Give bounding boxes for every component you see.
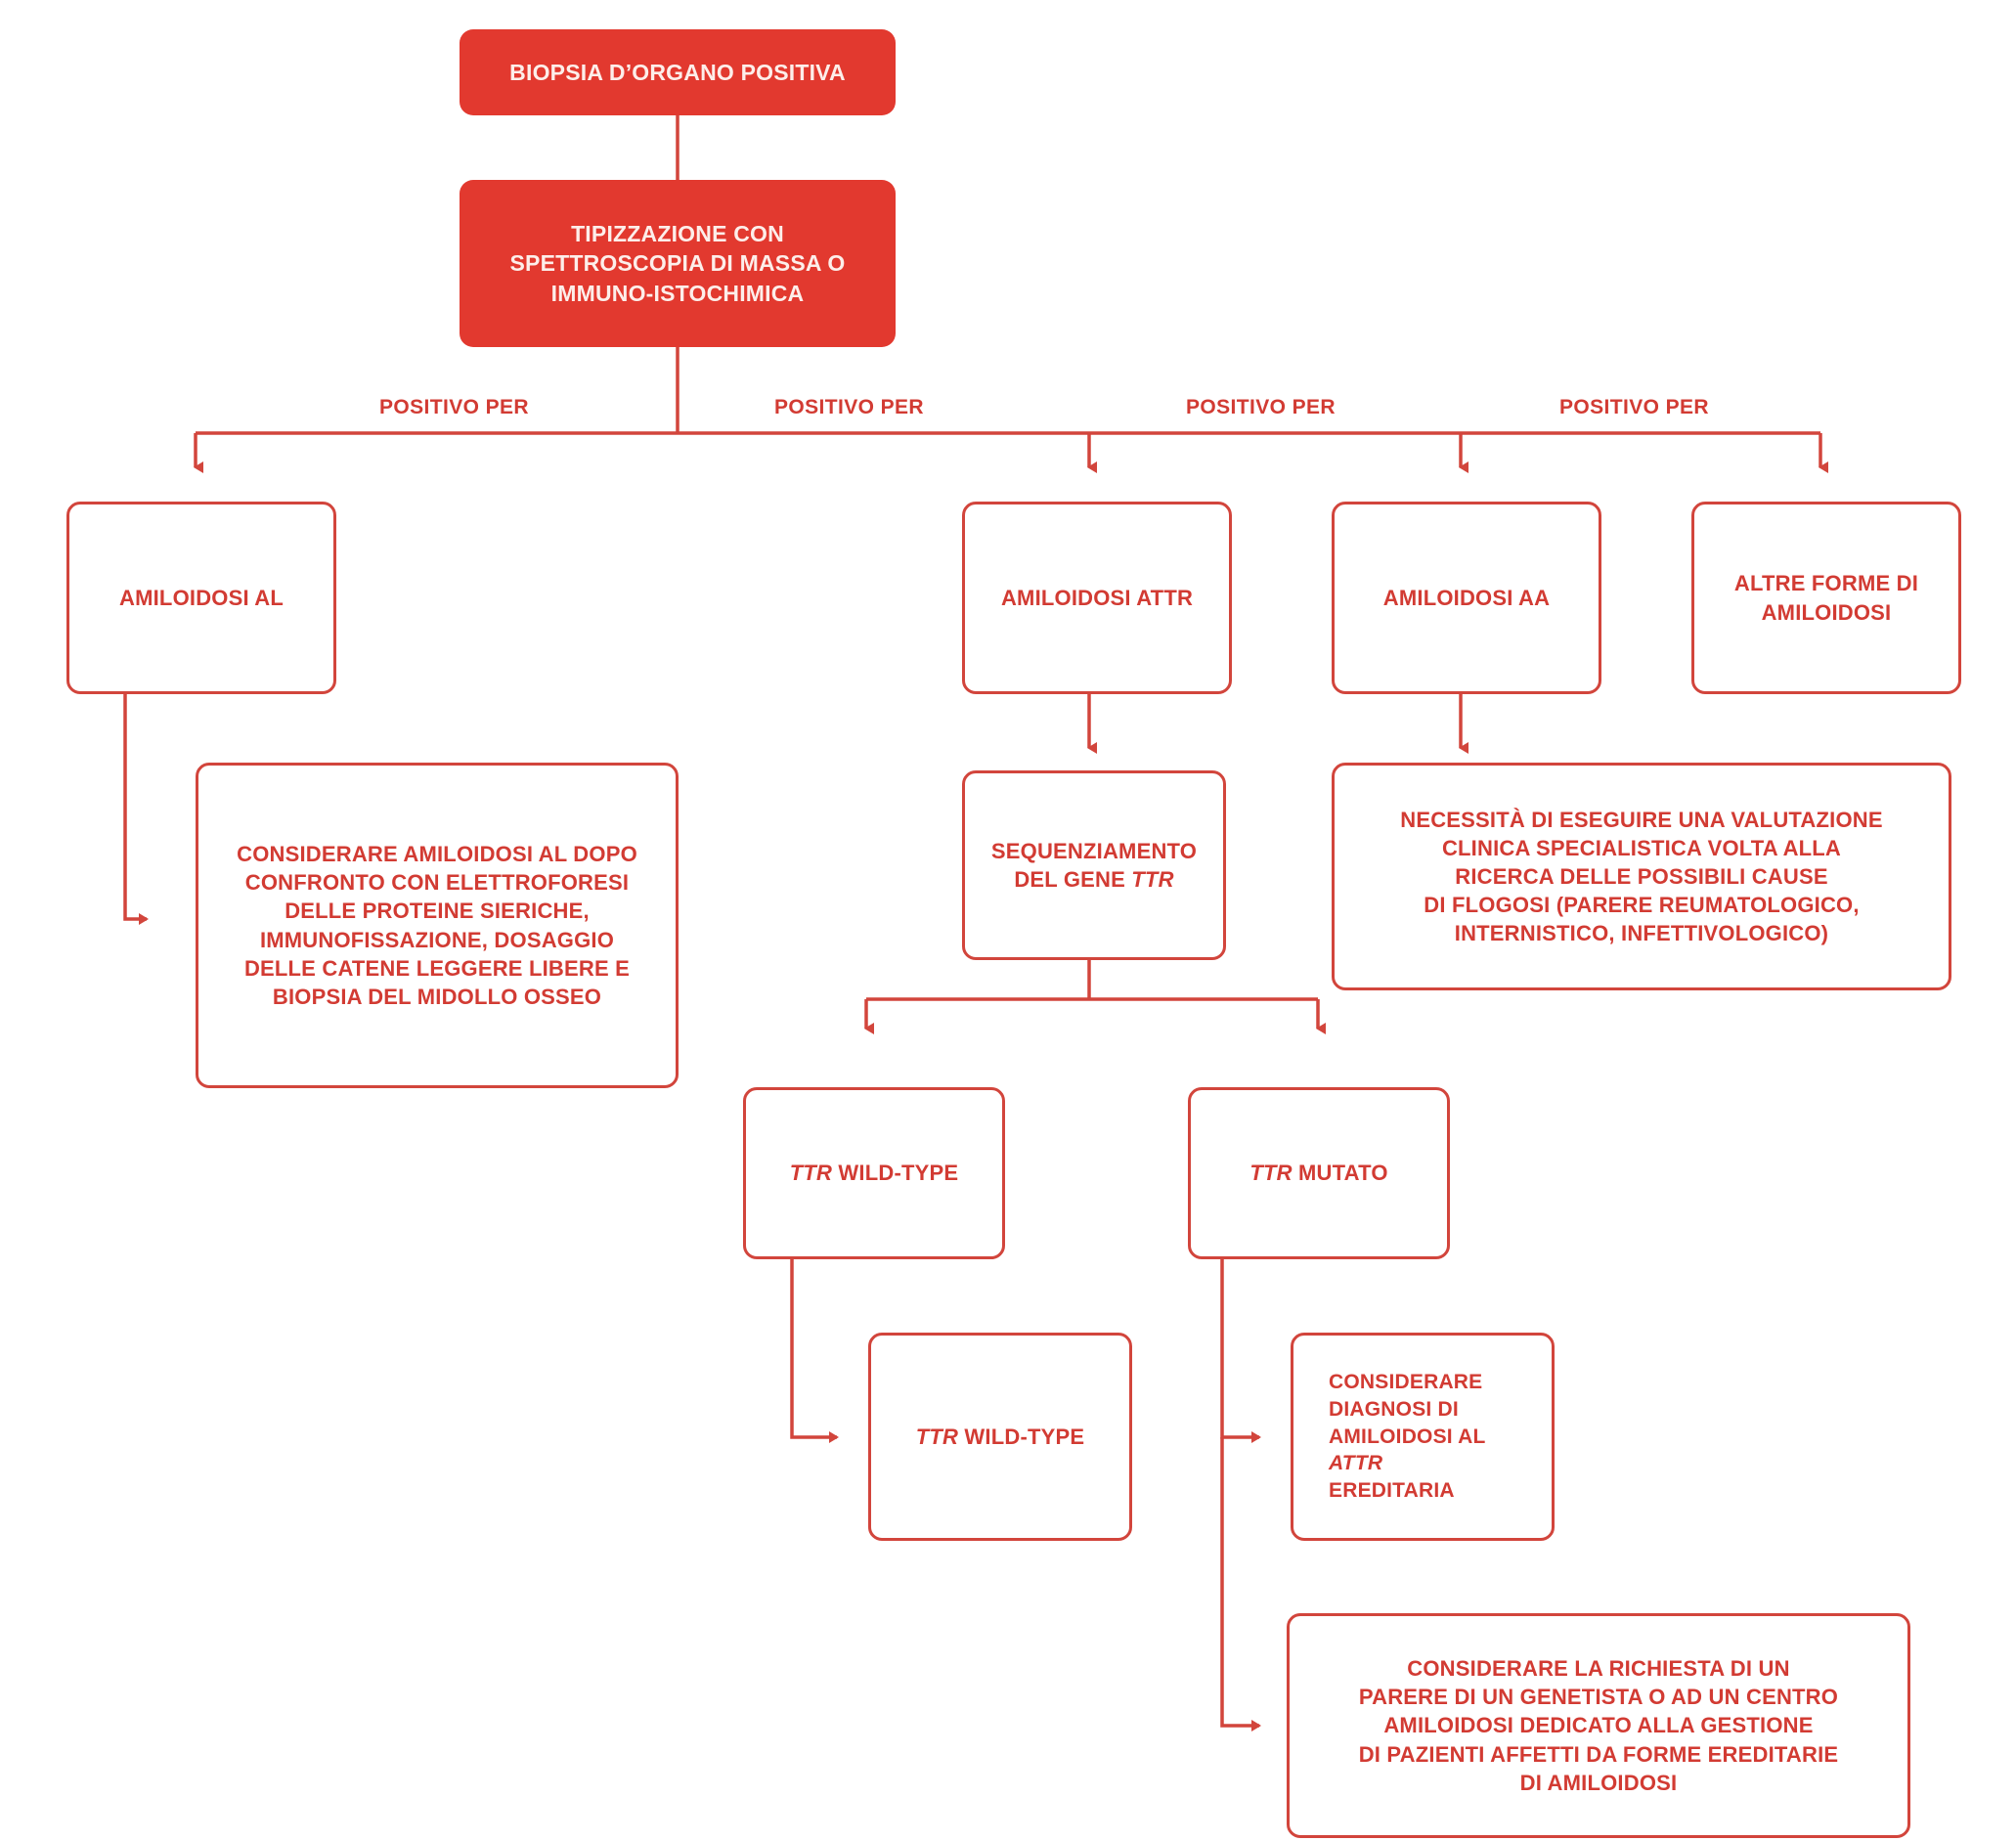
node-al-detail[interactable]: CONSIDERARE AMILOIDOSI AL DOPO CONFRONTO… — [196, 763, 679, 1088]
node-sequenziamento-ttr[interactable]: SEQUENZIAMENTO DEL GENE TTR — [962, 770, 1226, 960]
gene-ttr-italic: TTR — [915, 1424, 959, 1449]
edge-mutato-geneticist — [1220, 1437, 1261, 1731]
edge-label-positivo-per-2: POSITIVO PER — [774, 396, 924, 418]
node-attr-ereditaria[interactable]: CONSIDERARE DIAGNOSI DI AMILOIDOSI AL AT… — [1291, 1333, 1555, 1541]
gene-attr-italic: ATTR — [1329, 1452, 1383, 1475]
edge-label-positivo-per-1: POSITIVO PER — [379, 396, 529, 418]
node-ttr-mutato-label: TTR MUTATO — [1249, 1161, 1388, 1186]
edge-wildtype-detail — [790, 1259, 839, 1443]
node-aa-detail[interactable]: NECESSITÀ DI ESEGUIRE UNA VALUTAZIONE CL… — [1332, 763, 1951, 990]
edge-label-positivo-per-3: POSITIVO PER — [1186, 396, 1336, 418]
node-attr-ereditaria-label: CONSIDERARE DIAGNOSI DI AMILOIDOSI AL AT… — [1329, 1371, 1486, 1503]
node-amiloidosi-aa[interactable]: AMILOIDOSI AA — [1332, 502, 1601, 694]
gene-ttr-italic: TTR — [789, 1161, 833, 1186]
gene-ttr-italic: TTR — [1131, 867, 1174, 892]
edge-label-positivo-per-4: POSITIVO PER — [1559, 396, 1709, 418]
node-genetista-label: CONSIDERARE LA RICHIESTA DI UN PARERE DI… — [1358, 1656, 1839, 1795]
gene-ttr-italic: TTR — [1249, 1161, 1293, 1186]
node-altre-forme[interactable]: ALTRE FORME DI AMILOIDOSI — [1691, 502, 1961, 694]
node-amiloidosi-aa-label: AMILOIDOSI AA — [1382, 585, 1551, 610]
node-biopsia-positiva[interactable]: BIOPSIA D’ORGANO POSITIVA — [460, 29, 896, 115]
node-genetista[interactable]: CONSIDERARE LA RICHIESTA DI UN PARERE DI… — [1287, 1613, 1910, 1838]
node-ttr-wild-type-detail-label: TTR WILD-TYPE — [915, 1424, 1085, 1449]
edge-mutato-hereditary — [1220, 1259, 1261, 1443]
node-amiloidosi-al-label: AMILOIDOSI AL — [119, 585, 284, 610]
node-biopsia-positiva-label: BIOPSIA D’ORGANO POSITIVA — [509, 59, 846, 85]
node-amiloidosi-attr[interactable]: AMILOIDOSI ATTR — [962, 502, 1232, 694]
node-amiloidosi-attr-label: AMILOIDOSI ATTR — [1000, 585, 1194, 610]
node-ttr-wild-type-label: TTR WILD-TYPE — [789, 1161, 959, 1186]
edge-al-detail — [123, 694, 149, 925]
node-ttr-mutato[interactable]: TTR MUTATO — [1188, 1087, 1450, 1259]
node-ttr-wild-type-detail[interactable]: TTR WILD-TYPE — [868, 1333, 1132, 1541]
node-altre-forme-label: ALTRE FORME DI AMILOIDOSI — [1733, 571, 1919, 625]
node-tipizzazione[interactable]: TIPIZZAZIONE CON SPETTROSCOPIA DI MASSA … — [460, 180, 896, 347]
node-tipizzazione-label: TIPIZZAZIONE CON SPETTROSCOPIA DI MASSA … — [509, 220, 846, 306]
node-ttr-wild-type[interactable]: TTR WILD-TYPE — [743, 1087, 1005, 1259]
node-al-detail-label: CONSIDERARE AMILOIDOSI AL DOPO CONFRONTO… — [237, 842, 637, 1009]
node-sequenziamento-ttr-label: SEQUENZIAMENTO DEL GENE TTR — [990, 838, 1198, 892]
node-amiloidosi-al[interactable]: AMILOIDOSI AL — [66, 502, 336, 694]
node-aa-detail-label: NECESSITÀ DI ESEGUIRE UNA VALUTAZIONE CL… — [1400, 807, 1883, 946]
